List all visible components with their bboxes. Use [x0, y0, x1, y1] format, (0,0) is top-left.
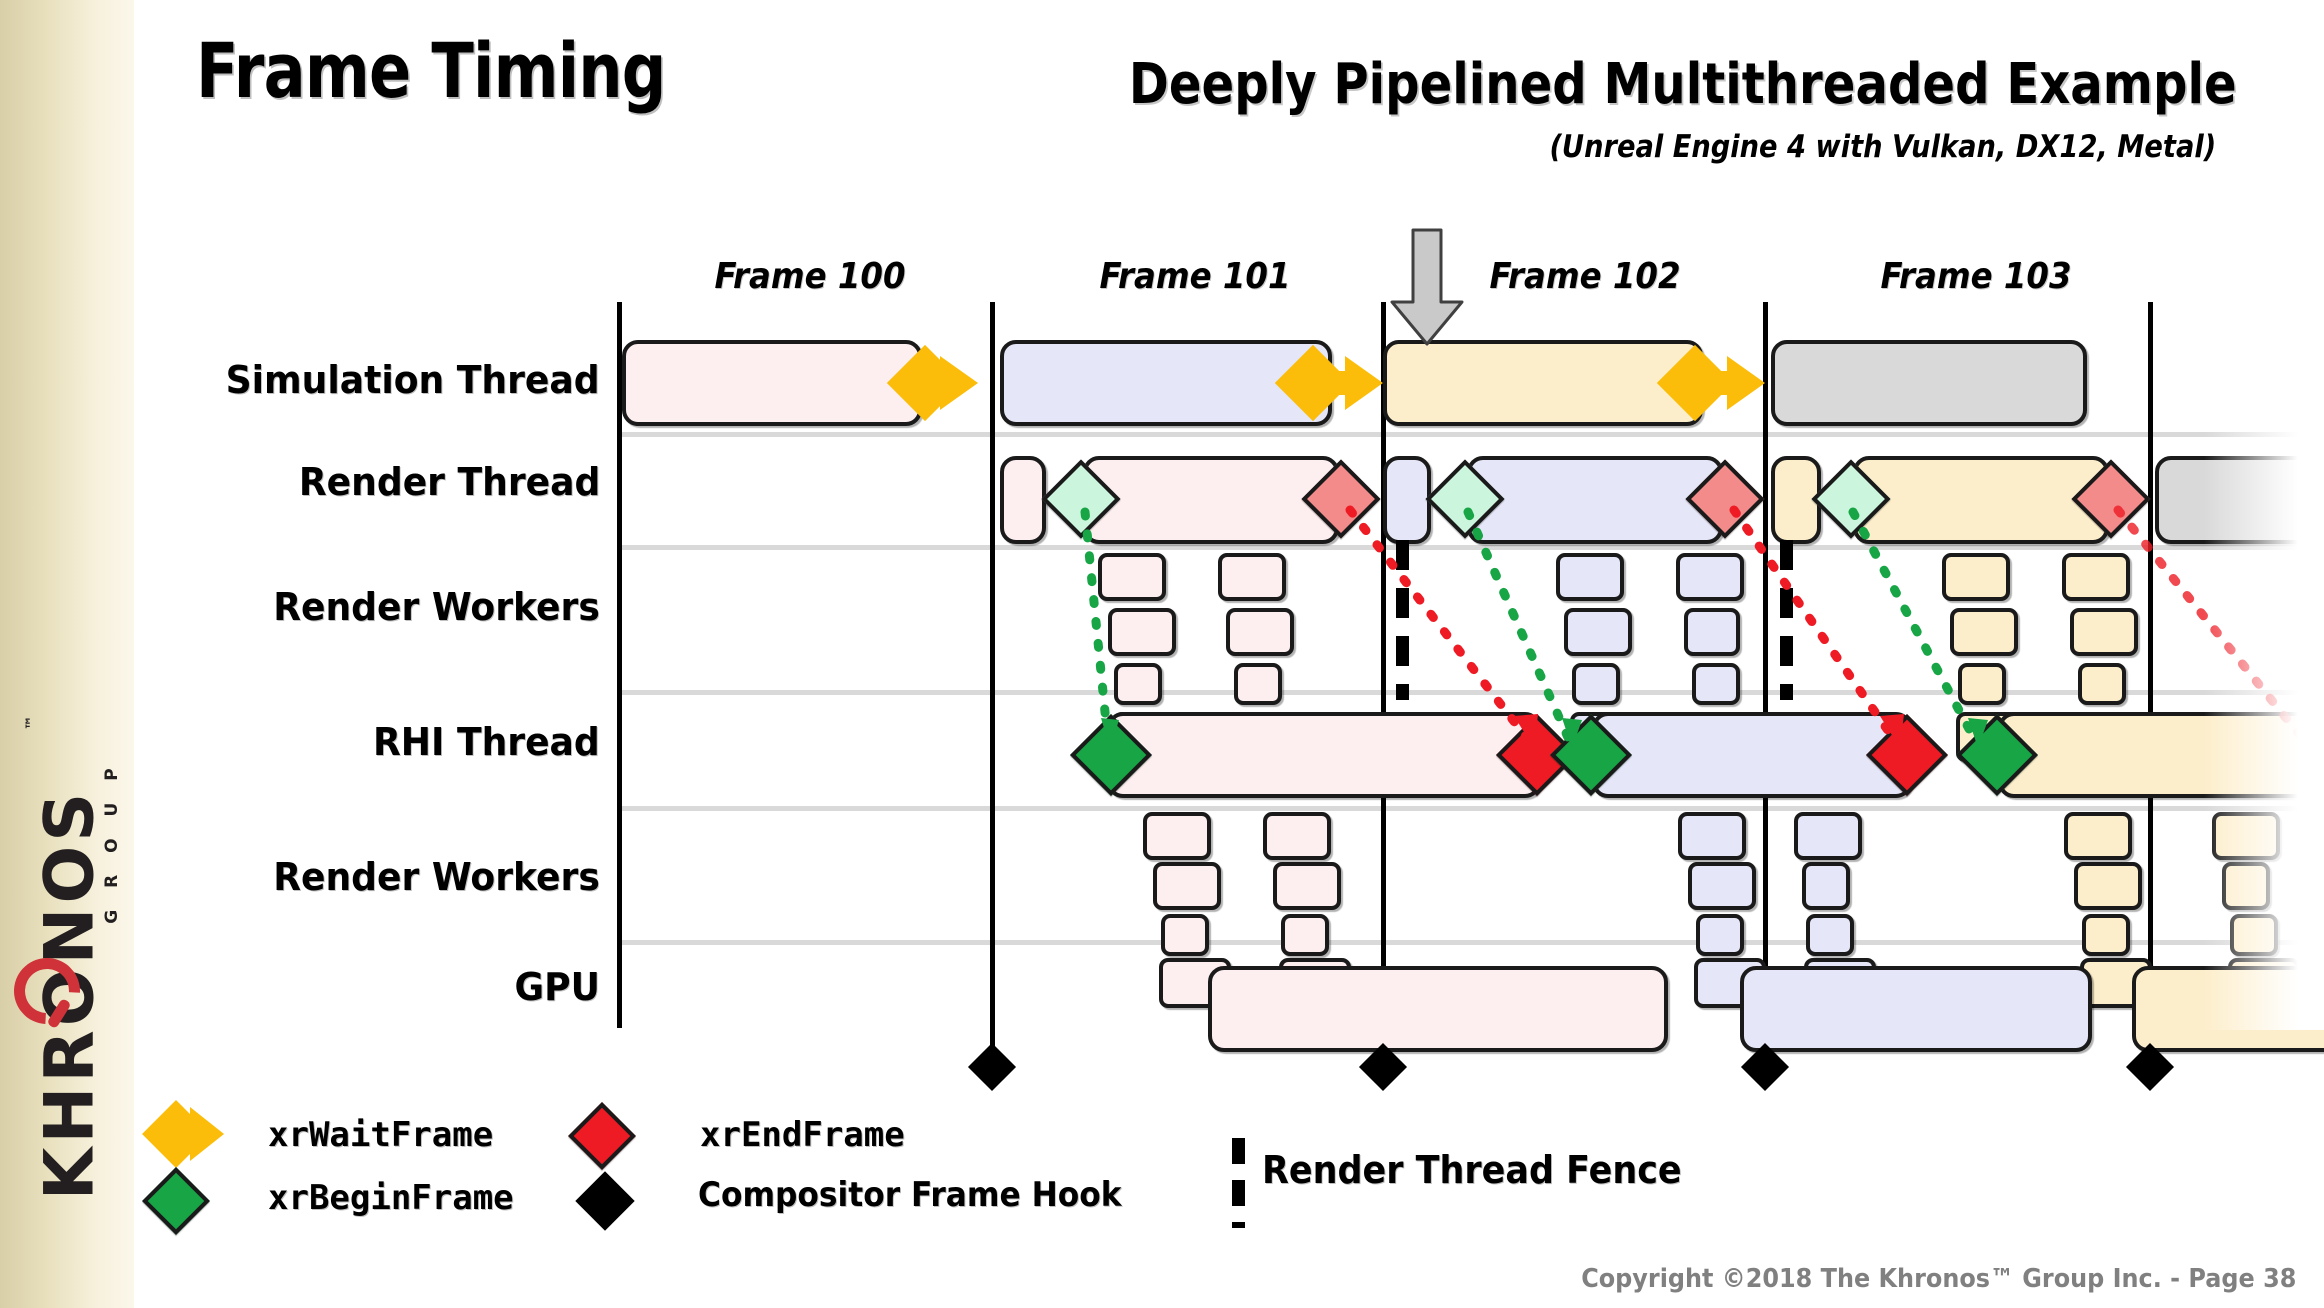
xrwaitframe-arrow-icon — [940, 356, 978, 410]
render-worker-box — [2070, 608, 2138, 656]
render-worker-box — [1806, 914, 1854, 956]
right-edge-fade — [2204, 230, 2324, 1030]
render-worker-box — [1143, 812, 1211, 860]
lane-label-render-workers-top: Render Workers — [273, 585, 600, 629]
render-worker-box — [1802, 862, 1850, 910]
render-worker-box — [1263, 812, 1331, 860]
render-worker-box — [1942, 553, 2010, 601]
render-worker-box — [2078, 663, 2126, 705]
render-worker-box — [1161, 914, 1209, 956]
render-thread-task-frame102 — [1853, 456, 2109, 544]
lane-label-render-workers-bottom: Render Workers — [273, 855, 600, 899]
render-worker-box — [2212, 812, 2280, 860]
gpu-task-frame102 — [2132, 966, 2324, 1052]
render-worker-box — [2074, 862, 2142, 910]
render-thread-fence — [1780, 540, 1793, 700]
lane-label-gpu: GPU — [514, 965, 600, 1009]
legend-render-thread-fence-swatch — [1232, 1138, 1245, 1228]
legend-xrwaitframe-arrow-icon — [190, 1107, 224, 1161]
lane-label-rhi-thread: RHI Thread — [373, 720, 600, 764]
compositor-hook-stem — [990, 1020, 995, 1060]
frame-start-indicator-arrow-icon — [1390, 228, 1464, 346]
render-worker-box — [2082, 914, 2130, 956]
legend-label-compositor-hook: Compositor Frame Hook — [698, 1175, 1122, 1215]
render-worker-box — [1794, 812, 1862, 860]
lane-label-render-thread: Render Thread — [298, 460, 600, 504]
page-title: Frame Timing — [196, 26, 666, 115]
frame-header-100: Frame 100 — [714, 256, 906, 297]
render-worker-box — [2064, 812, 2132, 860]
frame-boundary-line — [1763, 302, 1768, 1072]
render-worker-box — [1556, 553, 1624, 601]
gpu-task-frame100 — [1208, 966, 1668, 1052]
lane-separator — [620, 545, 2324, 550]
render-worker-box — [1564, 608, 1632, 656]
simulation-task-frame103 — [1771, 340, 2087, 426]
legend-label-xrendframe: xrEndFrame — [700, 1115, 905, 1155]
rhi-task-frame101 — [1592, 712, 1912, 798]
frame-boundary-line — [990, 302, 995, 1072]
lane-separator — [620, 806, 2324, 811]
legend-label-xrwaitframe: xrWaitFrame — [268, 1115, 494, 1155]
slide-subheading: (Unreal Engine 4 with Vulkan, DX12, Meta… — [1549, 129, 2217, 165]
xrwaitframe-arrow-icon — [1345, 356, 1383, 410]
render-worker-box — [1273, 862, 1341, 910]
rhi-task-frame100 — [1107, 712, 1541, 798]
render-worker-box — [1572, 663, 1620, 705]
xrwaitframe-arrow-icon — [1727, 356, 1765, 410]
render-worker-box — [1153, 862, 1221, 910]
render-worker-box — [1958, 663, 2006, 705]
render-worker-box — [1676, 553, 1744, 601]
render-worker-box — [2230, 914, 2278, 956]
render-worker-box — [1226, 608, 1294, 656]
render-worker-box — [1098, 553, 1166, 601]
khronos-brand-band: KHRONOS ™ G R O U P — [0, 0, 134, 1308]
render-worker-box — [1950, 608, 2018, 656]
render-worker-box — [1281, 914, 1329, 956]
render-worker-box — [2222, 862, 2270, 910]
lane-label-simulation-thread: Simulation Thread — [226, 358, 600, 402]
slide-subtitle-block: Deeply Pipelined Multithreaded Example (… — [1040, 52, 2310, 165]
render-thread-stub-frame101 — [1383, 456, 1431, 544]
render-worker-box — [1692, 663, 1740, 705]
render-thread-stub-frame100 — [1000, 456, 1046, 544]
render-worker-box — [1696, 914, 1744, 956]
render-worker-box — [1688, 862, 1756, 910]
slide-heading: Deeply Pipelined Multithreaded Example — [1128, 52, 2237, 117]
render-worker-box — [1678, 812, 1746, 860]
frame-boundary-line — [617, 302, 622, 1028]
frame-header-101: Frame 101 — [1099, 256, 1291, 297]
render-worker-box — [1684, 608, 1740, 656]
render-worker-box — [1218, 553, 1286, 601]
frame-boundary-line — [2148, 302, 2153, 1072]
render-thread-task-frame103 — [2155, 456, 2324, 544]
legend-label-xrbeginframe: xrBeginFrame — [268, 1178, 514, 1218]
simulation-task-frame100 — [622, 340, 922, 426]
simulation-task-frame102 — [1383, 340, 1703, 426]
render-thread-task-frame101 — [1467, 456, 1723, 544]
lane-separator — [620, 432, 2324, 437]
frame-header-102: Frame 102 — [1489, 256, 1681, 297]
render-worker-box — [1114, 663, 1162, 705]
render-thread-fence — [1396, 540, 1409, 700]
lane-separator — [620, 940, 2324, 945]
copyright-notice: Copyright ©2018 The Khronos™ Group Inc. … — [1580, 1264, 2296, 1294]
frame-header-103: Frame 103 — [1880, 256, 2072, 297]
gpu-task-frame101 — [1740, 966, 2092, 1052]
render-worker-box — [2062, 553, 2130, 601]
compositor-frame-hook-marker — [967, 1042, 1017, 1092]
render-worker-box — [1234, 663, 1282, 705]
render-worker-box — [1108, 608, 1176, 656]
legend-label-render-thread-fence: Render Thread Fence — [1262, 1148, 1682, 1192]
render-thread-task-frame100 — [1083, 456, 1339, 544]
rhi-task-frame102 — [1998, 712, 2324, 798]
lane-separator — [620, 690, 2324, 695]
